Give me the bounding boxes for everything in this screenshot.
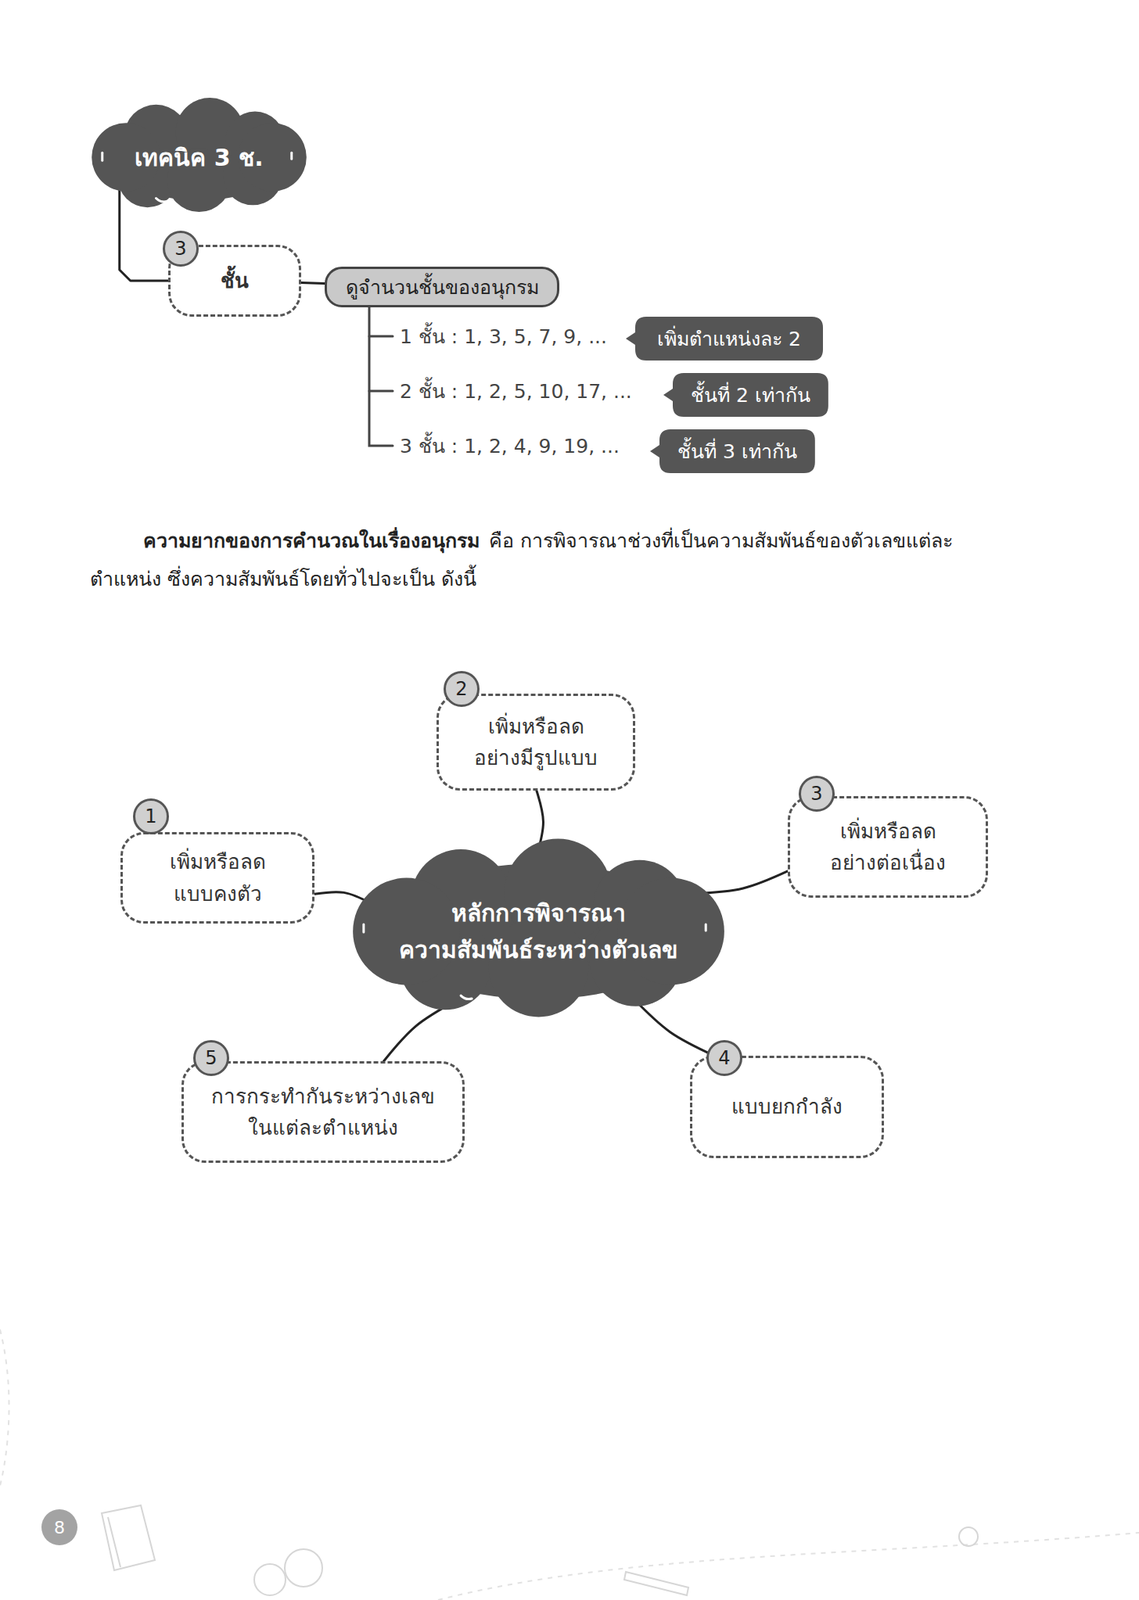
cloud-bump <box>488 917 590 1018</box>
highlight-stroke <box>156 198 168 203</box>
highlight-stroke <box>290 152 293 159</box>
book-icon <box>101 1505 155 1571</box>
text-wrap: เพิ่มตำแหน่งละ 2 <box>657 323 802 355</box>
gear-icon <box>284 1549 323 1588</box>
series-bracket <box>369 306 393 446</box>
text-wrap: หลักการพิจารณา ความสัมพันธ์ระหว่างตัวเลข <box>398 894 679 969</box>
node-text: การกระทำกันระหว่างเลข ในแต่ละตำแหน่ง <box>211 1081 435 1145</box>
callout-number: 5 <box>193 1040 230 1077</box>
bracket-tick <box>369 390 393 393</box>
principle-box: การกระทำกันระหว่างเลข ในแต่ละตำแหน่ง <box>181 1061 465 1164</box>
highlight-stroke <box>704 924 708 931</box>
node-text: เพิ่มตำแหน่งละ 2 <box>657 323 802 355</box>
connector <box>384 1001 457 1062</box>
callout-number: 2 <box>443 671 480 708</box>
text-wrap: การกระทำกันระหว่างเลข ในแต่ละตำแหน่ง <box>211 1081 435 1145</box>
cloud-shape <box>344 842 733 1021</box>
principle-box: เพิ่มหรือลด แบบคงตัว <box>120 832 315 924</box>
apple-icon <box>959 1527 978 1547</box>
note-pill: เพิ่มตำแหน่งละ 2 <box>625 316 823 361</box>
callout-number: 4 <box>706 1040 743 1077</box>
series-example: 2 ชั้น : 1, 2, 5, 10, 17, ... <box>398 375 634 407</box>
paragraph: ความยากของการคำนวณในเรื่องอนุกรมคือ การพ… <box>89 522 1021 600</box>
text-wrap: ชั้น <box>220 265 249 297</box>
title-cloud: เทคนิค 3 ช. <box>91 100 307 215</box>
node-text: เพิ่มหรือลด อย่างต่อเนื่อง <box>829 815 946 880</box>
pill-outline <box>650 429 816 474</box>
subtopic-box: ดูจำนวนชั้นของอนุกรม <box>324 266 560 308</box>
footer-icons <box>101 1505 978 1596</box>
pencil-icon <box>624 1572 689 1596</box>
node-text: เทคนิค 3 ช. <box>134 139 263 177</box>
series-example: 1 ชั้น : 1, 3, 5, 7, 9, ... <box>398 320 609 353</box>
node-text: เพิ่มหรือลด แบบคงตัว <box>169 846 266 910</box>
center-cloud: หลักการพิจารณา ความสัมพันธ์ระหว่างตัวเลข <box>344 842 733 1021</box>
paragraph-lead: ความยากของการคำนวณในเรื่องอนุกรม <box>143 529 480 553</box>
connector <box>301 281 325 285</box>
dashed-curve <box>438 1533 1139 1600</box>
text-wrap: ชั้นที่ 3 เท่ากัน <box>677 435 798 468</box>
note-pill: ชั้นที่ 3 เท่ากัน <box>650 429 816 474</box>
highlight-stroke <box>460 995 472 1000</box>
background-doodle <box>0 1329 1139 1600</box>
callout-number: 3 <box>162 230 199 267</box>
text-wrap: ดูจำนวนชั้นของอนุกรม <box>345 271 539 303</box>
text-wrap: ชั้นที่ 2 เท่ากัน <box>690 379 811 411</box>
note-pill: ชั้นที่ 2 เท่ากัน <box>663 373 829 417</box>
gear-icon <box>254 1564 286 1596</box>
highlight-stroke <box>362 924 365 933</box>
bracket-tick <box>369 335 393 338</box>
node-text: ชั้นที่ 3 เท่ากัน <box>677 435 798 468</box>
node-text: ดูจำนวนชั้นของอนุกรม <box>345 271 539 303</box>
text-wrap: แบบยกกำลัง <box>731 1091 843 1123</box>
series-example: 3 ชั้น : 1, 2, 4, 9, 19, ... <box>398 430 622 462</box>
node-text: หลักการพิจารณา ความสัมพันธ์ระหว่างตัวเลข <box>398 894 679 969</box>
highlight-stroke <box>100 152 104 161</box>
page-number: 8 <box>41 1509 78 1546</box>
pill-outline <box>625 316 823 361</box>
bracket-line <box>369 306 393 446</box>
cloud-bump <box>352 878 460 986</box>
node-text: แบบยกกำลัง <box>731 1091 843 1123</box>
cloud-body <box>352 838 725 1017</box>
node-text: ชั้นที่ 2 เท่ากัน <box>690 379 811 411</box>
callout-number: 3 <box>798 776 835 813</box>
principle-box: เพิ่มหรือลด อย่างมีรูปแบบ <box>436 693 636 791</box>
callout-number: 1 <box>132 798 169 835</box>
text-wrap: เพิ่มหรือลด แบบคงตัว <box>169 846 266 910</box>
node-text: ชั้น <box>220 265 249 297</box>
cloud-bump <box>617 878 725 986</box>
text-wrap: เพิ่มหรือลด อย่างมีรูปแบบ <box>474 711 598 775</box>
dashed-curve <box>0 1329 10 1487</box>
node-text: เพิ่มหรือลด อย่างมีรูปแบบ <box>474 711 598 775</box>
pill-outline <box>663 373 829 417</box>
text-wrap: เทคนิค 3 ช. <box>134 139 263 177</box>
cloud-highlight <box>363 924 706 1000</box>
text-wrap: เพิ่มหรือลด อย่างต่อเนื่อง <box>829 815 946 880</box>
connector <box>632 998 715 1057</box>
cloud-body <box>91 97 307 212</box>
connector <box>695 871 788 895</box>
